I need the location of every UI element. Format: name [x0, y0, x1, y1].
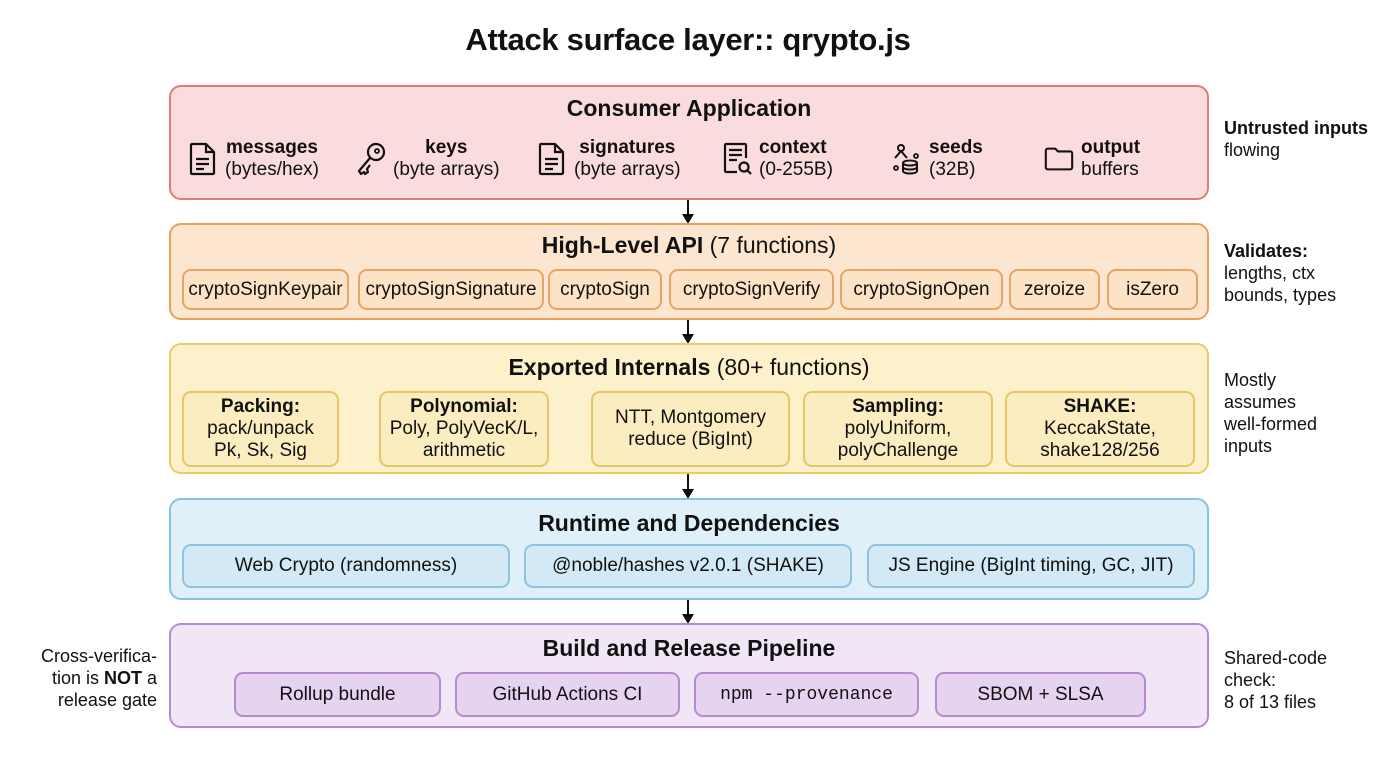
document-icon	[189, 142, 216, 176]
api-function: cryptoSignKeypair	[182, 269, 349, 310]
note-untrusted-inputs: Untrusted inputs flowing	[1224, 118, 1368, 160]
layer-title: Exported Internals (80+ functions)	[508, 354, 870, 380]
input-seeds: seeds(32B)	[891, 137, 983, 181]
arrow-down	[682, 474, 694, 499]
api-function: isZero	[1107, 269, 1198, 310]
document-search-icon	[723, 142, 752, 175]
seed-database-icon	[893, 144, 919, 175]
layer-title: Runtime and Dependencies	[538, 510, 840, 536]
pipeline-sbom-slsa: SBOM + SLSA	[935, 672, 1146, 717]
arrow-down	[682, 600, 694, 624]
note-validates: Validates:lengths, ctx bounds, types	[1224, 241, 1337, 305]
internals-group-polynomial: Polynomial:Poly, PolyVecK/L,arithmetic	[379, 391, 549, 467]
pipeline-github-actions: GitHub Actions CI	[455, 672, 680, 717]
pipeline-npm-provenance: npm --provenance	[694, 672, 919, 717]
input-signatures: signatures(byte arrays)	[536, 137, 681, 181]
layer-title: Consumer Application	[566, 95, 812, 121]
diagram-title: Attack surface layer:: qrypto.js	[465, 22, 911, 57]
layer-runtime-dependencies: Runtime and Dependencies Web Crypto (ran…	[169, 498, 1209, 600]
layer-title: Build and Release Pipeline	[542, 635, 836, 661]
layer-exported-internals: Exported Internals (80+ functions) Packi…	[169, 343, 1209, 474]
document-icon	[538, 142, 565, 176]
api-function: cryptoSignOpen	[840, 269, 1003, 310]
key-icon	[357, 142, 386, 176]
api-function: zeroize	[1009, 269, 1100, 310]
input-context: context(0-255B)	[721, 137, 833, 181]
api-function: cryptoSign	[548, 269, 662, 310]
arrow-down	[682, 320, 694, 344]
layer-consumer-application: Consumer Application messages(bytes/hex)…	[169, 85, 1209, 200]
dependency-web-crypto: Web Crypto (randomness)	[182, 544, 510, 588]
folder-icon	[1044, 147, 1074, 171]
layer-build-release-pipeline: Build and Release Pipeline Rollup bundle…	[169, 623, 1209, 728]
internals-group-sampling: Sampling:polyUniform,polyChallenge	[803, 391, 993, 467]
dependency-noble-hashes: @noble/hashes v2.0.1 (SHAKE)	[524, 544, 852, 588]
dependency-js-engine: JS Engine (BigInt timing, GC, JIT)	[867, 544, 1195, 588]
untrusted-inputs: messages(bytes/hex) keys(byte arrays) si…	[171, 137, 1207, 185]
input-messages: messages(bytes/hex)	[187, 137, 319, 181]
pipeline-rollup: Rollup bundle	[234, 672, 441, 717]
internals-group-shake: SHAKE:KeccakState,shake128/256	[1005, 391, 1195, 467]
layer-high-level-api: High-Level API (7 functions) cryptoSignK…	[169, 223, 1209, 320]
input-keys: keys(byte arrays)	[355, 137, 500, 181]
api-function: cryptoSignVerify	[669, 269, 834, 310]
arrow-down	[682, 200, 694, 224]
layer-title: High-Level API (7 functions)	[541, 232, 837, 258]
api-function: cryptoSignSignature	[358, 269, 544, 310]
